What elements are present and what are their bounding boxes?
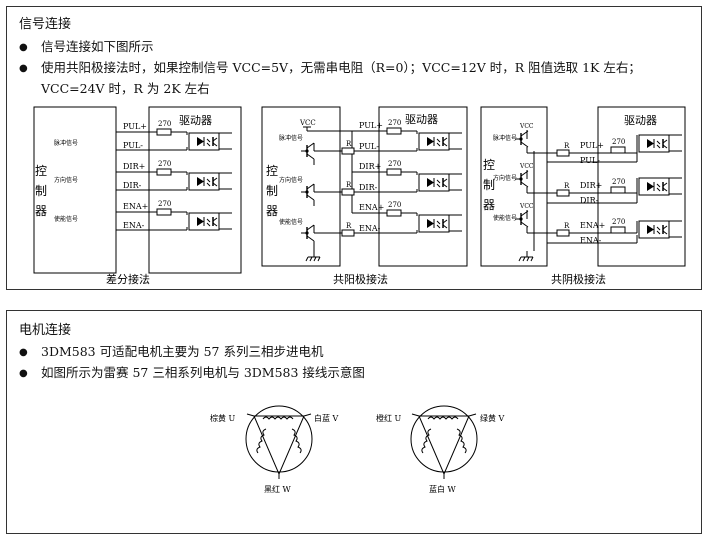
- cathode-controller-char-1: 控: [483, 158, 495, 172]
- cathode-controller-box: [480, 106, 548, 267]
- diff-pul-plus: PUL+: [123, 122, 147, 131]
- anode-vcc-label: VCC: [299, 119, 316, 127]
- motor-2-u-label: 橙红 U: [376, 413, 402, 423]
- motor-2-v-label: 绿黄 V: [480, 413, 505, 423]
- motor-1-v-label: 白蓝 V: [314, 413, 339, 423]
- anode-r270-2: 270: [388, 160, 401, 168]
- anode-dir-signal-label: 方向信号: [279, 176, 303, 184]
- wiring-diagrams: 驱动器 控 制 器 脉冲信号 方向信号 使能信号 270 270: [33, 106, 686, 286]
- anode-r-1: R: [346, 140, 352, 148]
- common-anode-wiring-diagram: 驱动器 控 制 器 VCC 脉冲信号 方向信号 使能信号: [261, 106, 468, 286]
- diff-ena-plus: ENA+: [123, 202, 148, 211]
- bullet-dot-icon: ●: [19, 42, 28, 53]
- diff-pulse-signal-label: 脉冲信号: [54, 139, 78, 147]
- cathode-pul-minus: PUL-: [580, 156, 600, 165]
- motor-section-title: 电机连接: [19, 323, 72, 338]
- signal-section-title: 信号连接: [19, 17, 72, 32]
- cathode-dir-plus: DIR+: [580, 181, 602, 190]
- anode-driver-label: 驱动器: [405, 113, 438, 126]
- bullet-dot-icon: ●: [19, 368, 28, 379]
- anode-controller-char-3: 器: [266, 204, 278, 218]
- bullet-dot-icon: ●: [19, 347, 28, 358]
- cathode-r270-1: 270: [612, 138, 625, 146]
- anode-dir-minus: DIR-: [359, 183, 378, 192]
- signal-bullet-1: ● 信号连接如下图所示: [19, 36, 154, 55]
- motor-1-circle: [245, 405, 313, 473]
- anode-controller-char-1: 控: [266, 164, 278, 178]
- cathode-vcc-label-2: VCC: [519, 163, 534, 170]
- cathode-r-1: R: [564, 142, 570, 150]
- diff-controller-box: [33, 106, 117, 274]
- motor-bullet-2: ● 如图所示为雷赛 57 三相系列电机与 3DM583 接线示意图: [19, 362, 365, 381]
- diff-controller-char-2: 制: [35, 184, 47, 198]
- anode-r-2: R: [346, 181, 352, 189]
- motor-bullet-2-text: 如图所示为雷赛 57 三相系列电机与 3DM583 接线示意图: [41, 365, 365, 380]
- anode-r270-1: 270: [388, 119, 401, 127]
- diff-dir-signal-label: 方向信号: [54, 176, 78, 184]
- cathode-caption: 共阴极接法: [551, 272, 606, 286]
- anode-controller-char-2: 制: [266, 184, 278, 198]
- motor-wiring-diagrams: 棕黄 U 白蓝 V 黑红 W 橙红 U 绿黄 V 蓝白 W: [210, 405, 505, 494]
- cathode-dir-minus: DIR-: [580, 196, 599, 205]
- motor-2-diagram: 橙红 U 绿黄 V 蓝白 W: [376, 405, 505, 494]
- diff-pul-minus: PUL-: [123, 141, 143, 150]
- diff-dir-minus: DIR-: [123, 181, 142, 190]
- cathode-ena-plus: ENA+: [580, 221, 605, 230]
- diff-r270-1: 270: [158, 120, 171, 128]
- cathode-controller-char-3: 器: [483, 198, 495, 212]
- motor-2-w-label: 蓝白 W: [429, 484, 457, 494]
- cathode-vcc-label-1: VCC: [519, 123, 534, 130]
- diff-controller-char-1: 控: [35, 164, 47, 178]
- signal-connection-section: 信号连接 ● 信号连接如下图所示 ● 使用共阳极接法时，如果控制信号 VCC=5V，…: [6, 6, 702, 290]
- anode-ena-minus: ENA-: [359, 224, 381, 233]
- cathode-vcc-label-3: VCC: [519, 203, 534, 210]
- cathode-driver-label: 驱动器: [624, 114, 657, 127]
- signal-bullet-2-text: 使用共阳极接法时，如果控制信号 VCC=5V，无需串电阻（R=0）；VCC=12…: [41, 60, 641, 75]
- cathode-pulse-signal-label: 脉冲信号: [493, 134, 517, 142]
- anode-dir-plus: DIR+: [359, 162, 381, 171]
- anode-r-3: R: [346, 222, 352, 230]
- anode-controller-box: [261, 106, 341, 267]
- anode-caption: 共阳极接法: [333, 272, 388, 286]
- bullet-dot-icon: ●: [19, 63, 28, 74]
- diff-caption: 差分接法: [106, 272, 150, 286]
- motor-connection-section: 电机连接 ● 3DM583 可适配电机主要为 57 系列三相步进电机 ● 如图所示为…: [6, 310, 702, 534]
- cathode-r270-2: 270: [612, 178, 625, 186]
- diff-dir-plus: DIR+: [123, 162, 145, 171]
- diff-ena-minus: ENA-: [123, 221, 145, 230]
- cathode-r270-3: 270: [612, 218, 625, 226]
- motor-2-circle: [410, 405, 478, 473]
- cathode-controller-char-2: 制: [483, 178, 495, 192]
- motor-1-w-label: 黑红 W: [264, 484, 292, 494]
- signal-bullet-1-text: 信号连接如下图所示: [41, 39, 154, 54]
- diff-r270-3: 270: [158, 200, 171, 208]
- common-cathode-wiring-diagram: 驱动器 控 制 器 VCC VCC VCC 脉冲信号 方向信号 使能信号: [480, 106, 686, 286]
- cathode-pul-plus: PUL+: [580, 141, 604, 150]
- cathode-ena-minus: ENA-: [580, 236, 602, 245]
- diff-ena-signal-label: 使能信号: [54, 215, 78, 223]
- anode-pul-plus: PUL+: [359, 121, 383, 130]
- motor-bullet-1: ● 3DM583 可适配电机主要为 57 系列三相步进电机: [19, 341, 323, 360]
- diff-r270-2: 270: [158, 160, 171, 168]
- anode-ena-plus: ENA+: [359, 203, 384, 212]
- signal-bullet-2: ● 使用共阳极接法时，如果控制信号 VCC=5V，无需串电阻（R=0）；VCC=1…: [19, 57, 641, 76]
- motor-1-diagram: 棕黄 U 白蓝 V 黑红 W: [210, 405, 339, 494]
- cathode-r-3: R: [564, 222, 570, 230]
- motor-bullet-1-text: 3DM583 可适配电机主要为 57 系列三相步进电机: [41, 344, 324, 359]
- cathode-r-2: R: [564, 182, 570, 190]
- anode-pulse-signal-label: 脉冲信号: [279, 134, 303, 142]
- anode-r270-3: 270: [388, 201, 401, 209]
- anode-pul-minus: PUL-: [359, 142, 379, 151]
- diff-controller-char-3: 器: [35, 204, 47, 218]
- diff-driver-label: 驱动器: [179, 114, 212, 127]
- cathode-ena-signal-label: 使能信号: [493, 214, 517, 222]
- motor-1-u-label: 棕黄 U: [210, 413, 236, 423]
- signal-bullet-2-continuation: VCC=24V 时，R 为 2K 左右: [41, 81, 210, 96]
- cathode-dir-signal-label: 方向信号: [493, 174, 517, 182]
- diff-wiring-diagram: 驱动器 控 制 器 脉冲信号 方向信号 使能信号 270 270: [33, 106, 242, 286]
- anode-ena-signal-label: 使能信号: [279, 218, 303, 226]
